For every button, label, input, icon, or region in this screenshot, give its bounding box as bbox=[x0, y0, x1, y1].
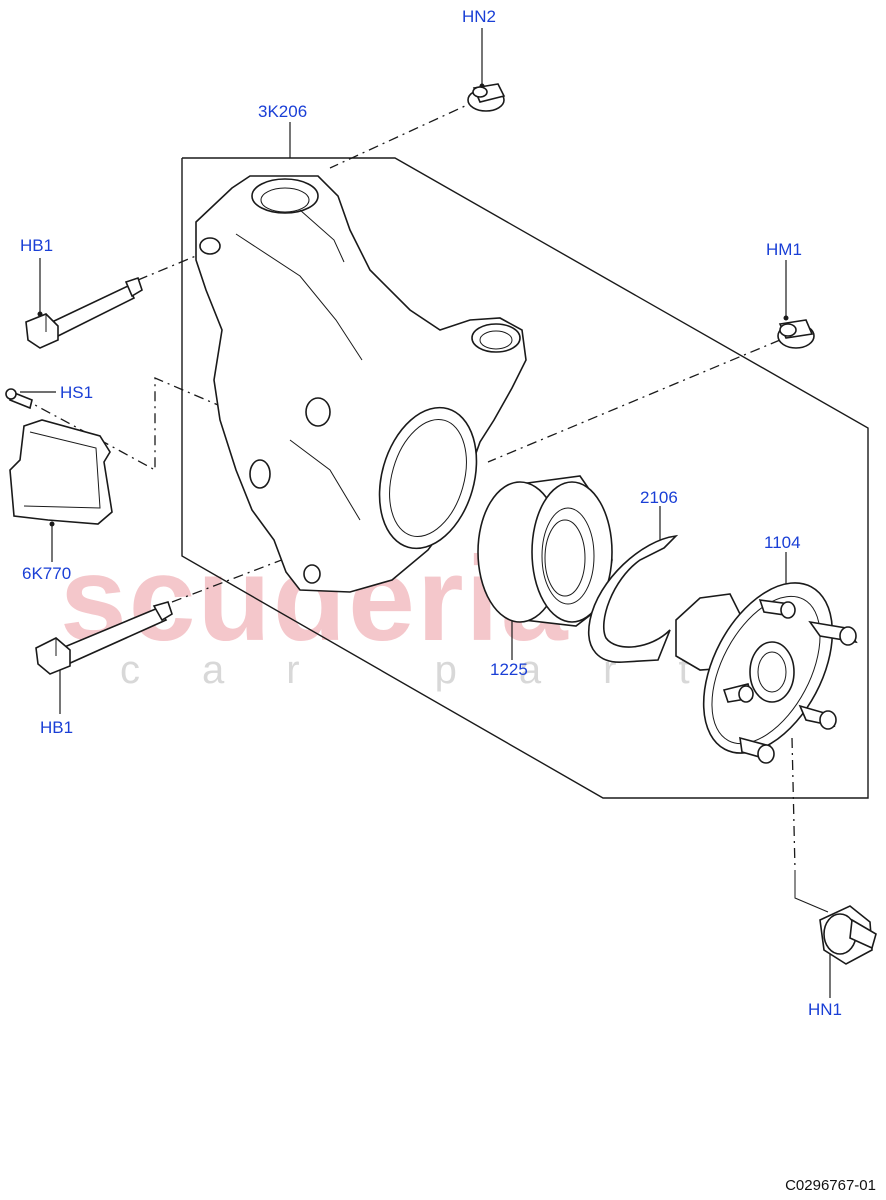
label-hn1: HN1 bbox=[808, 1000, 843, 1019]
label-1104: 1104 bbox=[764, 533, 801, 552]
label-hb1-top: HB1 bbox=[20, 236, 54, 255]
wheel-hub-1104 bbox=[675, 582, 858, 764]
leader-dot-hm1 bbox=[783, 315, 789, 321]
axis-line-hb1-bottom bbox=[171, 555, 293, 603]
bolt-hb1-top bbox=[25, 276, 143, 349]
axis-line-hs1 bbox=[21, 377, 219, 472]
snap-ring-2106 bbox=[587, 534, 679, 663]
steering-knuckle-3k206 bbox=[195, 175, 527, 593]
drawing-id: C0296767-01 bbox=[785, 1177, 876, 1194]
flange-nut-hn2 bbox=[467, 83, 506, 112]
label-3k206: 3K206 bbox=[258, 102, 308, 121]
label-hn2: HN2 bbox=[462, 7, 497, 26]
watermark-tagline: car parts bbox=[120, 648, 834, 692]
axis-line-hn1-bend bbox=[794, 870, 829, 913]
bolt-hb1-bottom bbox=[35, 601, 173, 675]
wheel-bearing-1225 bbox=[477, 475, 613, 627]
leader-dot-6k770 bbox=[49, 521, 55, 527]
axis-line-hm1 bbox=[487, 339, 781, 463]
axis-line-hn1 bbox=[791, 737, 796, 871]
label-hm1: HM1 bbox=[766, 240, 802, 259]
axis-line-hn2 bbox=[329, 99, 479, 169]
kit-outline bbox=[181, 157, 869, 799]
screw-hs1 bbox=[5, 388, 33, 410]
label-hs1: HS1 bbox=[60, 383, 94, 402]
flange-nut-hm1 bbox=[777, 319, 815, 349]
dust-shield-6k770 bbox=[9, 419, 113, 525]
label-hb1-bottom: HB1 bbox=[40, 718, 74, 737]
hub-nut-hn1 bbox=[819, 905, 877, 965]
label-6k770: 6K770 bbox=[22, 564, 72, 583]
label-2106: 2106 bbox=[640, 488, 678, 507]
label-1225: 1225 bbox=[490, 660, 528, 679]
